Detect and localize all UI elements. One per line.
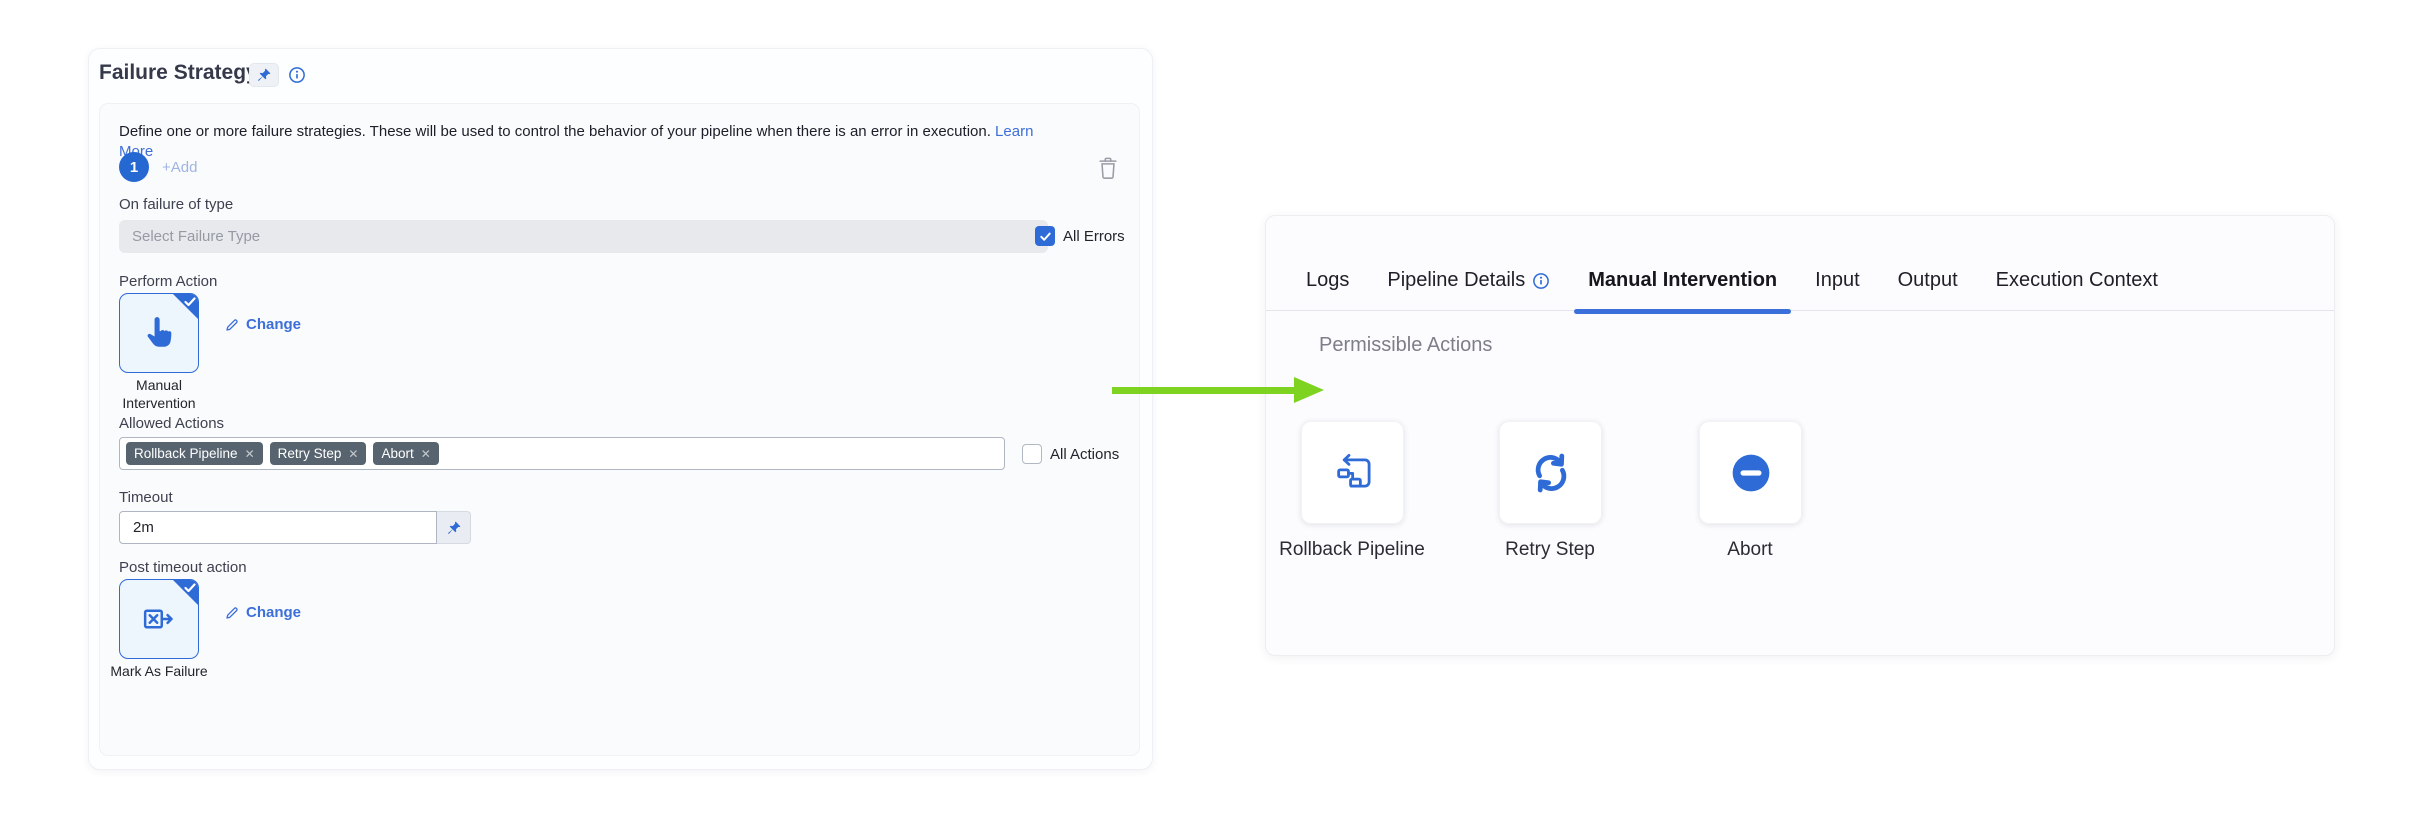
allowed-action-chip[interactable]: Retry Step ✕ [269,442,367,465]
failure-type-input[interactable] [119,220,1048,253]
allowed-actions-label: Allowed Actions [119,415,225,432]
strategy-number-chip[interactable]: 1 [119,152,149,182]
timeout-field [119,511,471,544]
change-perform-action-link[interactable]: Change [224,316,301,333]
post-timeout-action-name: Mark As Failure [110,663,208,679]
abort-label: Abort [1727,539,1773,560]
tab-execution-context[interactable]: Execution Context [1995,269,2158,291]
all-errors-checkbox[interactable] [1035,226,1055,246]
abort-icon [1730,452,1772,494]
delete-strategy-button[interactable] [1097,156,1119,180]
perform-action-name: Manual Intervention [122,377,196,411]
retry-step-label: Retry Step [1505,539,1595,560]
all-errors-label: All Errors [1063,228,1125,245]
pencil-icon [224,605,240,621]
tab-bar: Logs Pipeline Details Manual Interventio… [1266,216,2334,314]
tab-input[interactable]: Input [1815,269,1860,291]
chip-label: Abort [381,446,414,461]
abort-action-card[interactable] [1699,421,1802,524]
annotation-arrow-head [1294,377,1324,403]
failure-strategy-title: Failure Strategy [99,61,258,84]
timeout-pin-button[interactable] [437,511,471,544]
execution-details-panel: Logs Pipeline Details Manual Interventio… [1265,215,2335,656]
pin-icon [256,67,272,83]
tab-pipeline-details[interactable]: Pipeline Details [1387,269,1550,292]
allowed-actions-input[interactable]: Rollback Pipeline ✕ Retry Step ✕ Abort ✕ [119,437,1005,470]
rollback-pipeline-action-card[interactable] [1301,421,1404,524]
remove-chip-icon[interactable]: ✕ [244,446,255,461]
perform-action-tile[interactable] [119,293,199,373]
rollback-pipeline-label: Rollback Pipeline [1279,539,1425,560]
retry-step-action-card[interactable] [1499,421,1602,524]
info-icon[interactable] [1532,272,1550,290]
tab-label: Pipeline Details [1387,269,1526,291]
failure-strategy-card: Failure Strategy Define one or more fail… [88,48,1153,770]
tab-logs[interactable]: Logs [1306,269,1350,291]
chip-label: Retry Step [277,446,342,461]
pencil-icon [224,317,240,333]
perform-action-label: Perform Action [119,273,218,290]
remove-chip-icon[interactable]: ✕ [348,446,359,461]
failure-strategy-form: Define one or more failure strategies. T… [99,103,1140,756]
change-post-timeout-action-link[interactable]: Change [224,604,301,621]
strategy-description: Define one or more failure strategies. T… [119,122,1049,163]
timeout-label: Timeout [119,489,173,506]
change-label: Change [246,316,302,333]
mark-as-failure-icon [141,601,177,637]
post-timeout-action-tile[interactable] [119,579,199,659]
tab-output[interactable]: Output [1897,269,1958,291]
retry-icon [1529,451,1573,495]
remove-chip-icon[interactable]: ✕ [420,446,431,461]
allowed-action-chip[interactable]: Abort ✕ [373,442,439,465]
pin-button[interactable] [249,63,279,87]
post-timeout-action-label: Post timeout action [119,559,247,576]
allowed-action-chip[interactable]: Rollback Pipeline ✕ [126,442,263,465]
chip-label: Rollback Pipeline [134,446,238,461]
all-actions-checkbox[interactable] [1022,444,1042,464]
timeout-input[interactable] [119,511,437,544]
all-actions-label: All Actions [1050,446,1120,463]
info-icon[interactable] [288,66,306,84]
rollback-pipeline-icon [1332,452,1374,494]
pin-icon [446,520,462,536]
check-icon [184,297,196,307]
change-label: Change [246,604,302,621]
permissible-actions-heading: Permissible Actions [1319,334,1493,356]
add-strategy-button[interactable]: +Add [162,159,198,176]
description-text: Define one or more failure strategies. T… [119,123,991,140]
check-icon [184,583,196,593]
tab-manual-intervention[interactable]: Manual Intervention [1574,269,1792,314]
annotation-arrow [1112,387,1297,394]
on-failure-of-type-label: On failure of type [119,196,234,213]
manual-intervention-hand-icon [140,314,178,352]
